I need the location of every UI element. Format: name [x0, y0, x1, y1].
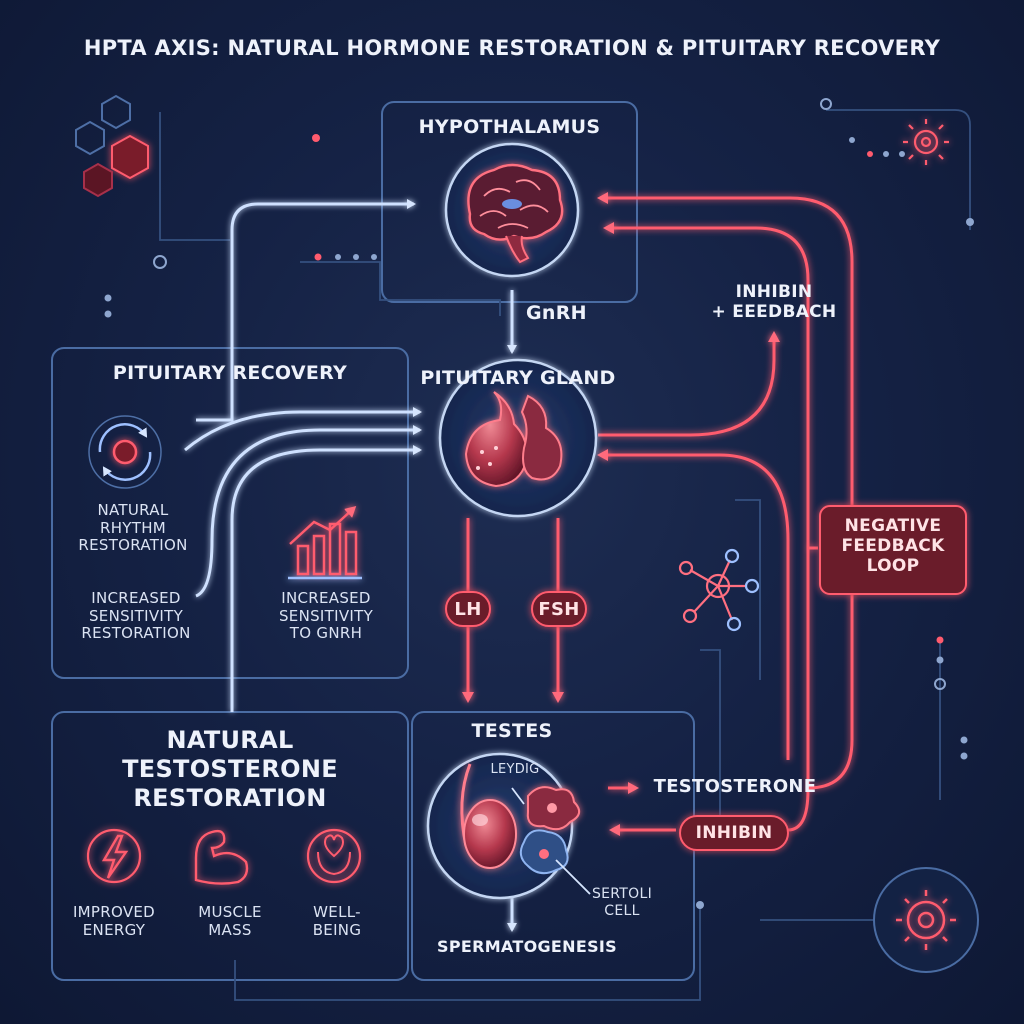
natural-rhythm-label: NATURAL RHYTHM RESTORATION: [78, 501, 188, 555]
gear-badge: [873, 867, 979, 973]
sertoli-cell-icon: [519, 829, 569, 875]
hexagon-icon: [75, 94, 149, 198]
lightning-icon: [86, 828, 142, 884]
pituitary-to-inhibin-feedback: [598, 331, 780, 437]
muscle-mass-label: MUSCLE MASS: [198, 903, 262, 939]
testes-icon: [460, 763, 581, 869]
sertoli-cell-label: SERTOLI CELL: [591, 886, 653, 919]
gear-icon: [896, 890, 956, 950]
inhibin-label: INHIBIN: [695, 823, 773, 843]
fsh-label: FSH: [538, 599, 580, 620]
improved-energy-label: IMPROVED ENERGY: [72, 903, 156, 939]
arrow-testosterone-restoration-to-pituitary: [230, 445, 422, 712]
cell-pointers: [511, 787, 591, 895]
lh-pill: [445, 591, 491, 627]
lh-label: LH: [454, 599, 482, 620]
pituitary-gland-label: PITUITARY GLAND: [420, 367, 616, 389]
testosterone-restoration-heading: NATURAL TESTOSTERONE RESTORATION: [122, 726, 338, 812]
negative-feedback-inner: [603, 222, 810, 832]
blue-flow-lines: [184, 199, 517, 932]
testosterone-restoration-panel: [51, 711, 409, 981]
testosterone-to-pituitary: [597, 449, 790, 760]
molecule-network-icon: [678, 548, 760, 632]
arrow-recovery-to-pituitary: [184, 407, 422, 452]
rising-chart-icon: [288, 505, 362, 580]
hormone-pills: [445, 505, 967, 851]
arrow-to-hypothalamus: [196, 199, 416, 422]
red-flow-lines: [462, 192, 854, 836]
negative-feedback-outer: [597, 192, 854, 790]
testes-label: TESTES: [471, 720, 553, 742]
pituitary-gland-icon: [464, 391, 563, 488]
flexed-arm-icon: [194, 829, 249, 885]
increased-sensitivity-label: INCREASED SENSITIVITY RESTORATION: [81, 589, 191, 643]
gear-icon: [903, 119, 949, 165]
leydig-label: LEYDIG: [490, 762, 540, 777]
spermatogenesis-label: SPERMATOGENESIS: [437, 937, 617, 956]
page-title: HPTA AXIS: NATURAL HORMONE RESTORATION &…: [83, 36, 941, 60]
negative-feedback-box: [819, 505, 967, 595]
heart-hands-icon: [306, 828, 362, 884]
pituitary-recovery-heading: PITUITARY RECOVERY: [112, 362, 348, 384]
fsh-pill: [531, 591, 587, 627]
testosterone-label: TESTOSTERONE: [653, 776, 817, 797]
sensitivity-to-gnrh-label: INCREASED SENSITIVITY TO GnRH: [278, 589, 374, 643]
inhibin-pill: [679, 815, 789, 851]
well-being-label: WELL- BEING: [312, 903, 362, 939]
brain-icon: [467, 163, 564, 264]
hypothalamus-panel: [381, 101, 638, 303]
hypothalamus-label: HYPOTHALAMUS: [418, 116, 601, 138]
gnrh-label: GnRH: [526, 302, 587, 324]
pituitary-recovery-panel: [51, 347, 409, 679]
cycle-icon: [88, 415, 162, 489]
inhibin-feedback-label: INHIBIN + EEEDBACH: [711, 282, 837, 323]
decor-dots: [104, 98, 974, 909]
negative-feedback-loop-label: NEGATIVE FEEDBACK LOOP: [841, 516, 945, 577]
arrow-sensitivity-to-pituitary: [195, 425, 422, 598]
